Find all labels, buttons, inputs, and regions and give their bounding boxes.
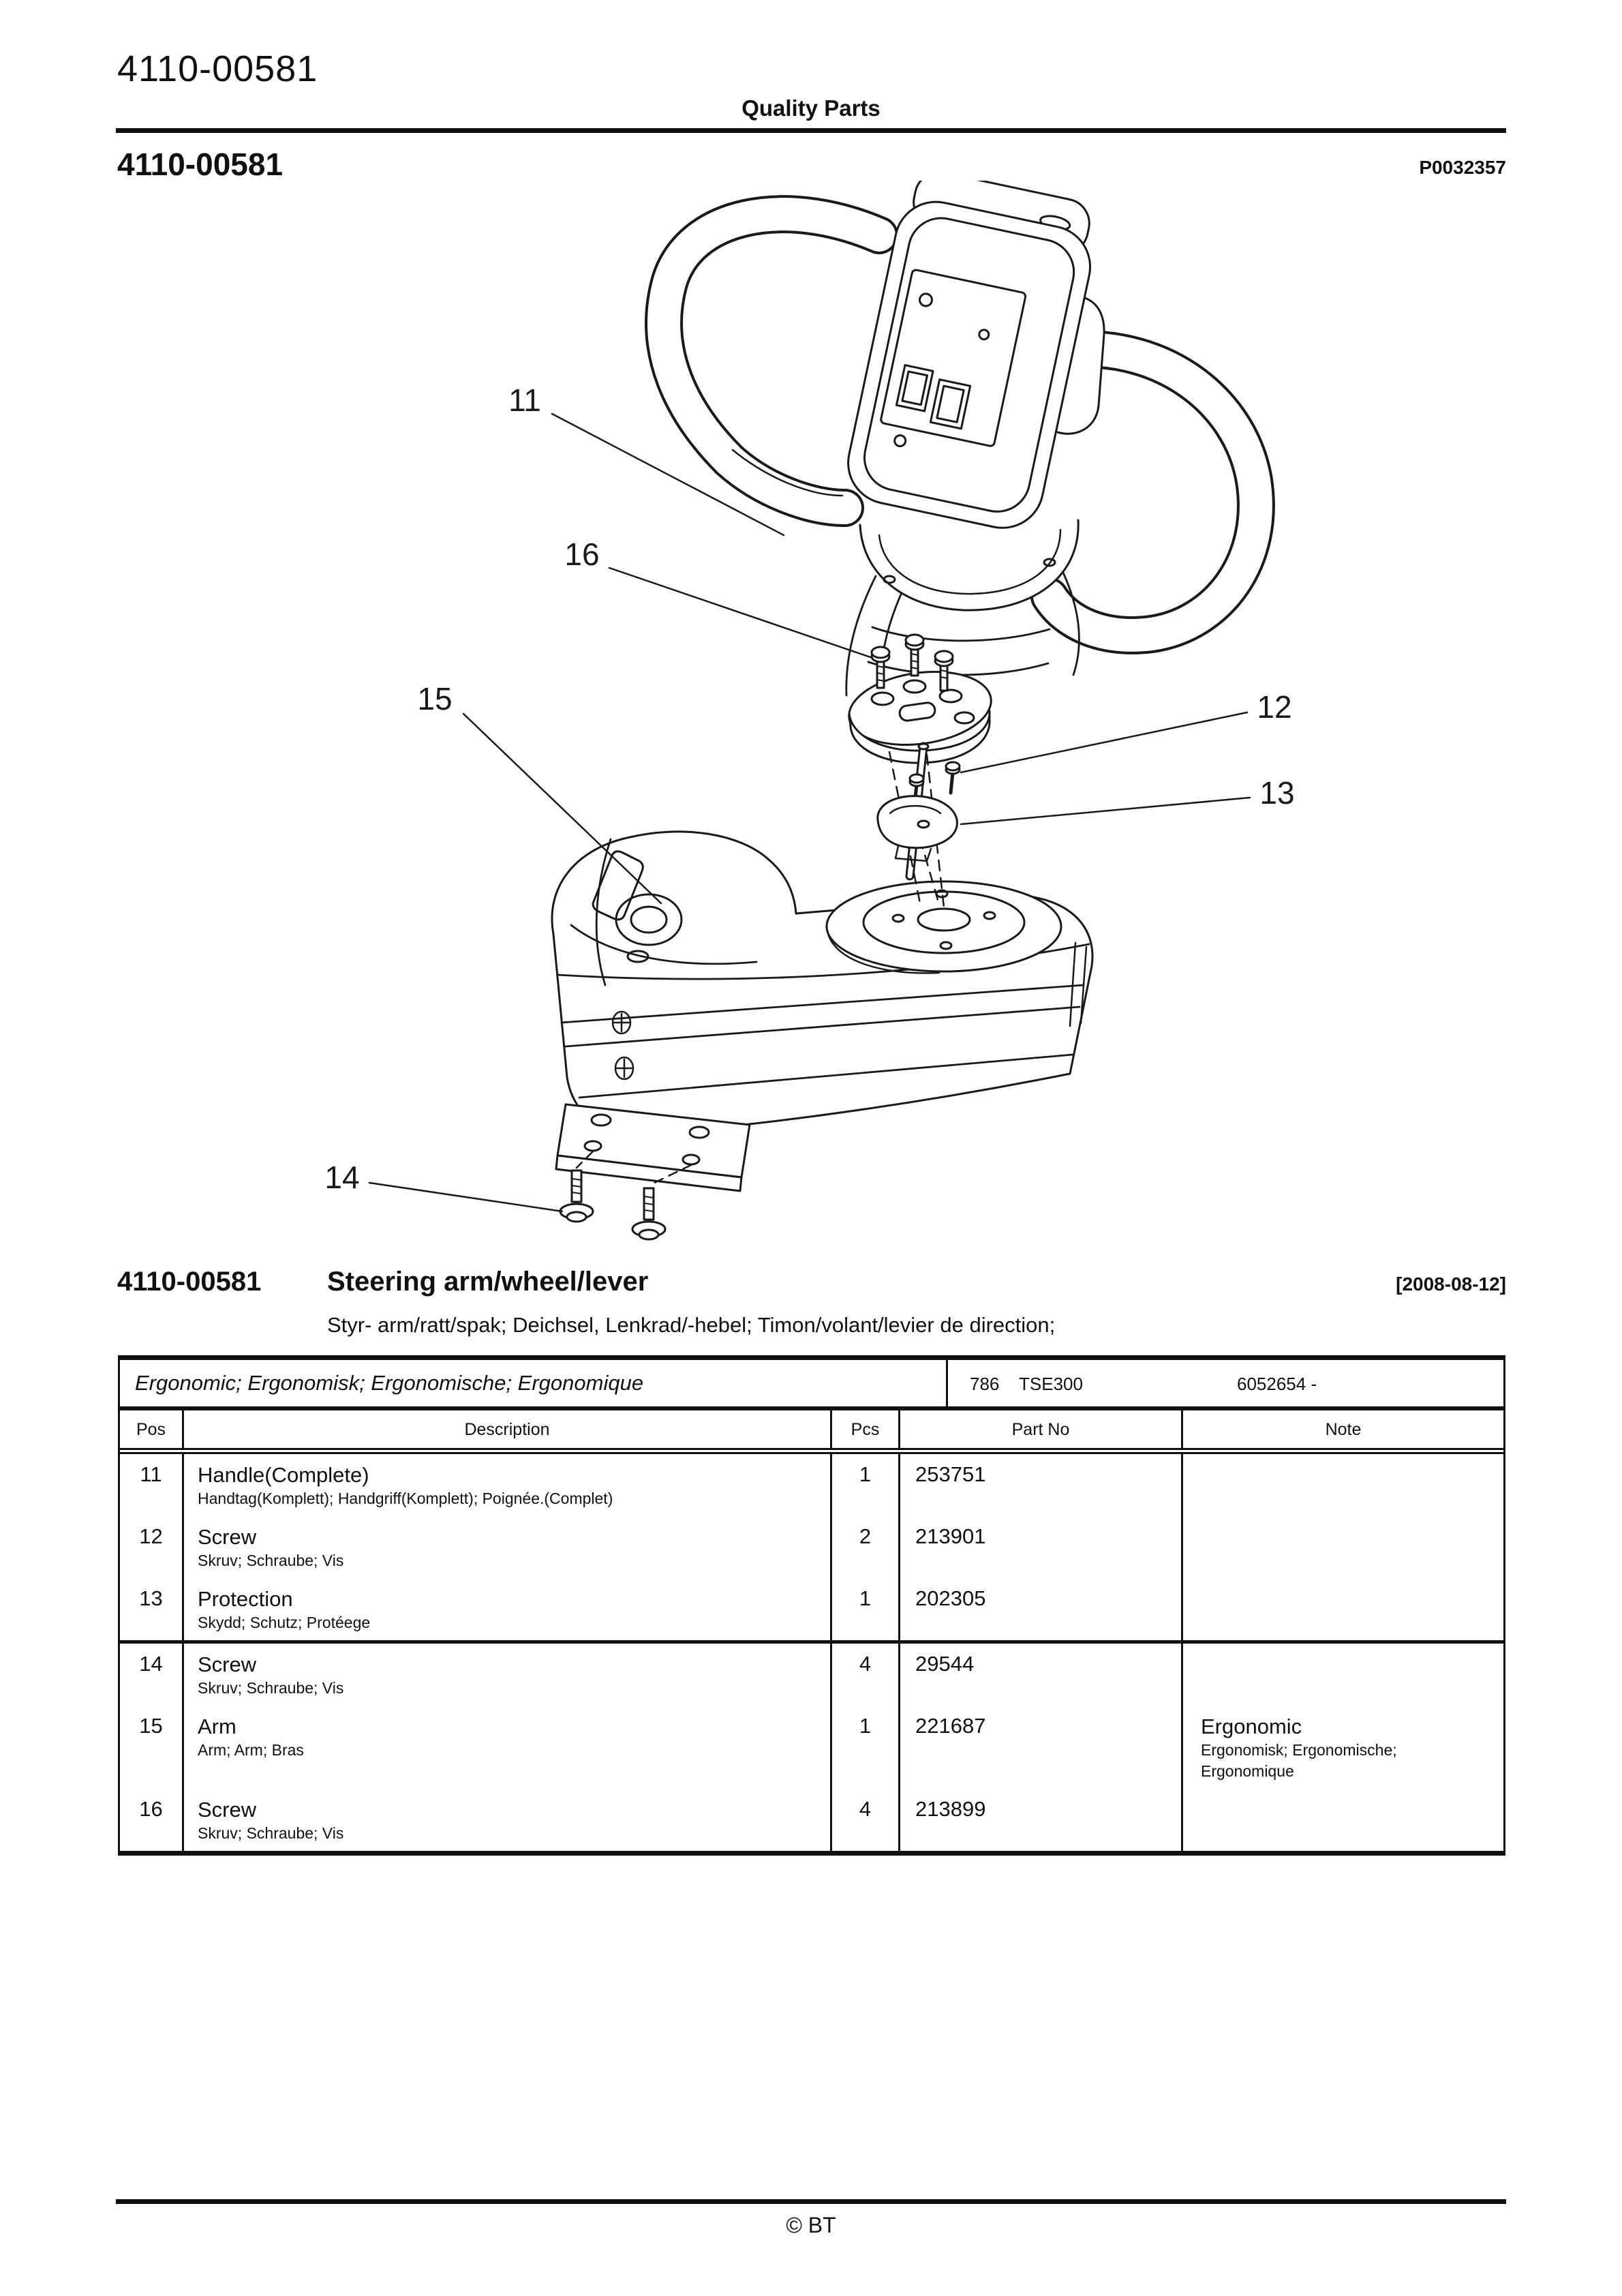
cell-description: Screw Skruv; Schraube; Vis — [184, 1789, 832, 1851]
table-row: 14 Screw Skruv; Schraube; Vis 4 29544 — [120, 1640, 1503, 1706]
note-sub: Ergonomisk; Ergonomische; Ergonomique — [1201, 1741, 1397, 1780]
cell-pcs: 1 — [832, 1454, 900, 1516]
cell-pcs: 4 — [832, 1789, 900, 1851]
model-cell: 786 TSE300 6052654 - — [948, 1360, 1503, 1406]
parts-table: Ergonomic; Ergonomisk; Ergonomische; Erg… — [118, 1355, 1505, 1856]
serial-range: 6052654 - — [1237, 1374, 1317, 1394]
cell-pos: 15 — [120, 1706, 184, 1789]
cell-pcs: 4 — [832, 1644, 900, 1706]
right-grip-loop — [1030, 330, 1275, 654]
callout-12-label: 12 — [1257, 689, 1291, 725]
header-pos: Pos — [120, 1410, 184, 1448]
turntable — [825, 880, 1062, 974]
cell-pos: 12 — [120, 1516, 184, 1578]
section-doc-code: 4110-00581 — [117, 1267, 262, 1297]
cell-note — [1183, 1578, 1503, 1640]
cell-pcs: 1 — [832, 1578, 900, 1640]
cell-part-no: 202305 — [900, 1578, 1183, 1640]
section-title: Steering arm/wheel/lever — [327, 1267, 649, 1297]
quality-parts-title: Quality Parts — [741, 95, 881, 121]
description-sub: Skruv; Schraube; Vis — [198, 1552, 344, 1569]
cell-part-no: 213899 — [900, 1789, 1183, 1851]
header-description: Description — [184, 1410, 832, 1448]
header-part-no: Part No — [900, 1410, 1183, 1448]
cell-note — [1183, 1454, 1503, 1516]
description-sub: Skruv; Schraube; Vis — [198, 1824, 344, 1842]
plate-code: P0032357 — [1419, 157, 1506, 178]
table-header-row: Pos Description Pcs Part No Note — [120, 1410, 1503, 1454]
bottom-plate — [555, 1103, 751, 1192]
cell-note — [1183, 1789, 1503, 1851]
model-code: 786 — [970, 1374, 1000, 1394]
description-main: Arm — [198, 1715, 236, 1738]
cell-description: Protection Skydd; Schutz; Protéege — [184, 1578, 832, 1640]
callout-16-label: 16 — [564, 537, 599, 572]
screws-16 — [870, 633, 954, 692]
cell-part-no: 213901 — [900, 1516, 1183, 1578]
variant-row: Ergonomic; Ergonomisk; Ergonomische; Erg… — [120, 1360, 1503, 1410]
table-row: 13 Protection Skydd; Schutz; Protéege 1 … — [120, 1578, 1503, 1640]
cell-pcs: 1 — [832, 1706, 900, 1789]
cell-pos: 11 — [120, 1454, 184, 1516]
cell-note — [1183, 1644, 1503, 1706]
exploded-view-drawing: 11 16 15 12 13 14 — [324, 181, 1295, 1241]
control-head — [847, 181, 1092, 529]
cell-description: Arm Arm; Arm; Bras — [184, 1706, 832, 1789]
section-date: [2008-08-12] — [1396, 1273, 1506, 1295]
callout-15-label: 15 — [417, 681, 452, 716]
head-skirt — [859, 519, 1080, 611]
side-boss — [592, 850, 683, 963]
cell-description: Handle(Complete) Handtag(Komplett); Hand… — [184, 1454, 832, 1516]
header-note: Note — [1325, 1420, 1362, 1439]
mount-plate — [848, 670, 992, 764]
description-main: Screw — [198, 1798, 257, 1822]
table-row: 16 Screw Skruv; Schraube; Vis 4 213899 — [120, 1789, 1503, 1851]
copyright-text: © BT — [786, 2213, 836, 2237]
cell-description: Screw Skruv; Schraube; Vis — [184, 1644, 832, 1706]
arm-housing — [551, 830, 1094, 1136]
footer-rule — [116, 2199, 1506, 2204]
callout-11-label: 11 — [508, 382, 541, 418]
cell-pos: 14 — [120, 1644, 184, 1706]
callout-leaders — [368, 412, 1251, 1213]
header-rule — [116, 128, 1506, 133]
callout-13-label: 13 — [1259, 775, 1294, 811]
description-sub: Handtag(Komplett); Handgriff(Komplett); … — [198, 1490, 613, 1507]
screws-12 — [908, 761, 961, 807]
cell-part-no: 253751 — [900, 1454, 1183, 1516]
description-main: Protection — [198, 1587, 293, 1611]
description-main: Screw — [198, 1652, 257, 1676]
model-name: TSE300 — [1019, 1374, 1083, 1394]
table-row: 12 Screw Skruv; Schraube; Vis 2 213901 — [120, 1516, 1503, 1578]
cell-pos: 13 — [120, 1578, 184, 1640]
doc-code-bold: 4110-00581 — [117, 147, 284, 182]
description-main: Handle(Complete) — [198, 1463, 369, 1487]
cell-part-no: 221687 — [900, 1706, 1183, 1789]
description-sub: Skruv; Schraube; Vis — [198, 1679, 344, 1697]
page-doc-code: 4110-00581 — [117, 48, 318, 89]
cell-description: Screw Skruv; Schraube; Vis — [184, 1516, 832, 1578]
front-screws — [611, 1010, 634, 1081]
protection-13 — [876, 795, 958, 862]
cell-part-no: 29544 — [900, 1644, 1183, 1706]
table-row: 11 Handle(Complete) Handtag(Komplett); H… — [120, 1454, 1503, 1516]
cell-pcs: 2 — [832, 1516, 900, 1578]
header-pcs: Pcs — [832, 1410, 900, 1448]
table-row: 15 Arm Arm; Arm; Bras 1 221687 Ergonomic… — [120, 1706, 1503, 1789]
cell-note: Ergonomic Ergonomisk; Ergonomische; Ergo… — [1183, 1706, 1503, 1789]
cell-pos: 16 — [120, 1789, 184, 1851]
screws-14 — [559, 1150, 692, 1241]
section-subtitle: Styr- arm/ratt/spak; Deichsel, Lenkrad/-… — [327, 1313, 1056, 1337]
variant-label: Ergonomic; Ergonomisk; Ergonomische; Erg… — [120, 1360, 948, 1406]
cell-note — [1183, 1516, 1503, 1578]
description-sub: Skydd; Schutz; Protéege — [198, 1614, 371, 1631]
description-sub: Arm; Arm; Bras — [198, 1741, 304, 1759]
note-main: Ergonomic — [1201, 1715, 1302, 1738]
description-main: Screw — [198, 1525, 257, 1549]
left-grip-loop — [645, 195, 898, 527]
callout-14-label: 14 — [324, 1160, 359, 1195]
